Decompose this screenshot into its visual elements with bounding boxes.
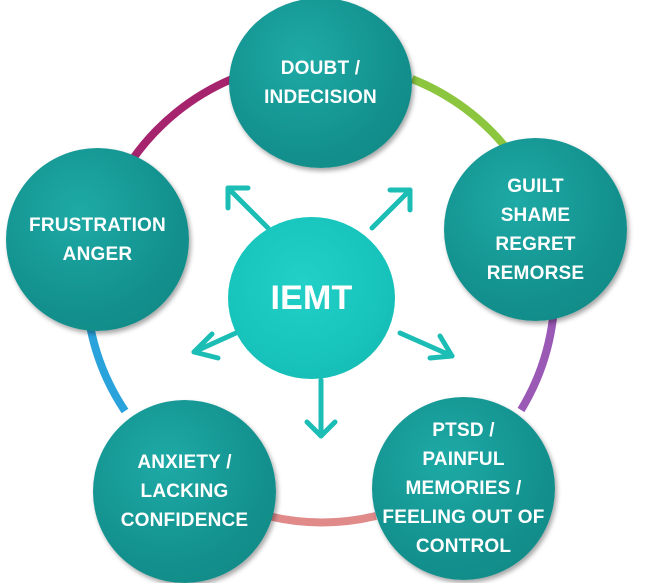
arrow-up-left-icon xyxy=(225,185,271,231)
arrow-left-icon xyxy=(191,330,239,361)
node-frustration-label: FRUSTRATION ANGER xyxy=(29,214,166,265)
center-node-iemt: IEMT xyxy=(228,217,395,379)
node-doubt-label: DOUBT / INDECISION xyxy=(264,58,377,108)
node-ptsd-painful-memories: PTSD / PAINFUL MEMORIES / FEELING OUT OF… xyxy=(372,397,555,580)
center-label: IEMT xyxy=(270,279,353,317)
arrow-down-icon xyxy=(304,377,338,439)
arrow-up-right-icon xyxy=(369,187,413,231)
node-guilt-shame-regret-remorse: GUILT SHAME REGRET REMORSE xyxy=(444,138,627,321)
arrow-right-icon xyxy=(397,330,455,361)
node-doubt-indecision: DOUBT / INDECISION xyxy=(229,0,412,168)
ring-arc-anxiety-frustration xyxy=(85,319,129,414)
node-ptsd-label: PTSD / PAINFUL MEMORIES / FEELING OUT OF… xyxy=(382,420,545,557)
node-frustration-anger: FRUSTRATION ANGER xyxy=(6,148,189,331)
ring-arc-ptsd-anxiety xyxy=(267,512,377,527)
node-guilt-label: GUILT SHAME REGRET REMORSE xyxy=(486,175,585,284)
ring-arc-guilt-ptsd xyxy=(517,317,557,413)
node-anxiety-lacking-confidence: ANXIETY / LACKING CONFIDENCE xyxy=(93,400,276,583)
node-anxiety-label: ANXIETY / LACKING CONFIDENCE xyxy=(120,452,249,531)
ring-arc-doubt-guilt xyxy=(410,75,512,153)
ring-arc-frustration-doubt xyxy=(128,75,234,163)
